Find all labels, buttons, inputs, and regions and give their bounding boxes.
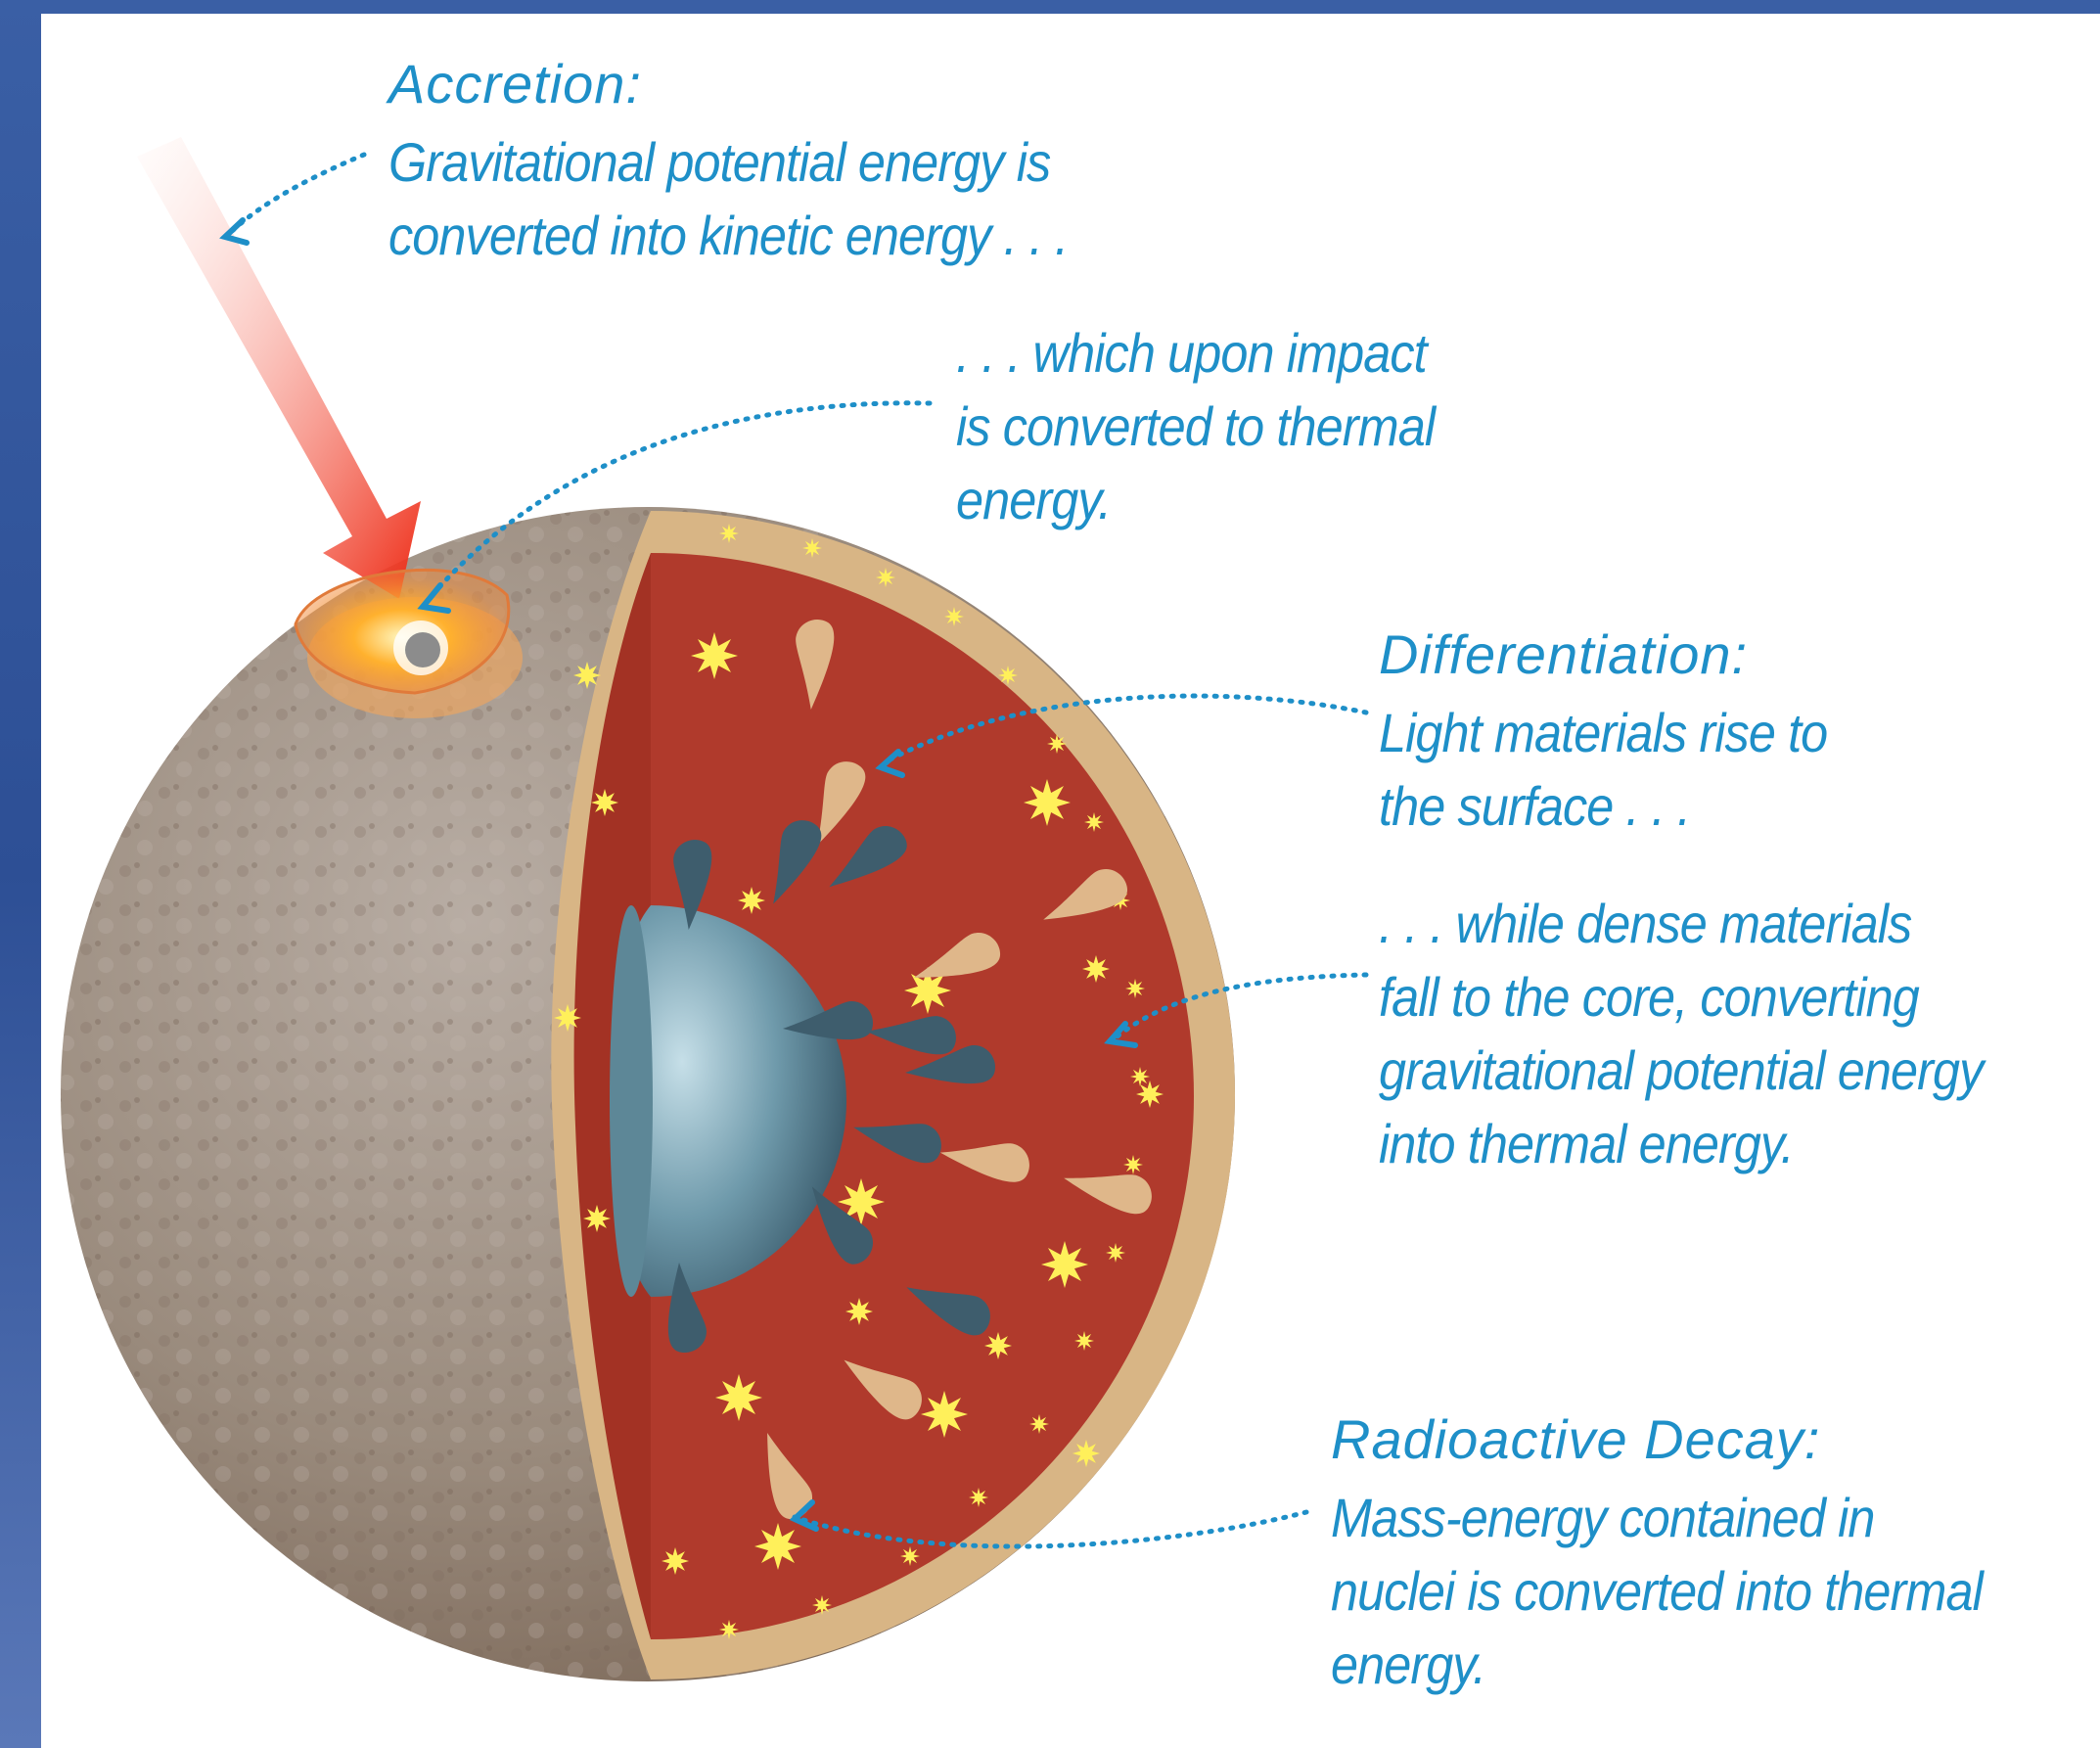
decay-line-1: Mass-energy contained in bbox=[1331, 1491, 1983, 1545]
radioactive-star-icon bbox=[554, 1004, 581, 1032]
crust-star-icon bbox=[944, 607, 964, 626]
radioactive-star-icon bbox=[573, 662, 601, 689]
label-impact: . . . which upon impact is converted to … bbox=[956, 326, 1487, 546]
decay-line-3: energy. bbox=[1331, 1637, 1983, 1692]
impactor-arrow bbox=[137, 137, 421, 599]
radioactive-star-icon bbox=[1024, 779, 1071, 826]
crust-star-icon bbox=[812, 1595, 832, 1615]
differentiation-line-2: the surface . . . bbox=[1379, 779, 1827, 834]
radioactive-star-icon bbox=[845, 1298, 873, 1325]
radioactive-star-icon bbox=[1041, 1241, 1088, 1288]
crust-star-icon bbox=[1074, 1331, 1094, 1351]
radioactive-star-icon bbox=[754, 1523, 801, 1570]
label-radioactive-decay: Radioactive Decay: Mass-energy contained… bbox=[1331, 1412, 2055, 1711]
dense-line-1: . . . while dense materials bbox=[1379, 897, 1983, 951]
dense-line-4: into thermal energy. bbox=[1379, 1117, 1983, 1172]
decay-line-2: nuclei is converted into thermal bbox=[1331, 1564, 1983, 1619]
accretion-line-1: Gravitational potential energy is bbox=[388, 135, 1068, 190]
arrowhead-accretion bbox=[225, 220, 247, 243]
radioactive-star-icon bbox=[921, 1391, 968, 1438]
differentiation-title: Differentiation: bbox=[1379, 627, 1877, 682]
radioactive-star-icon bbox=[662, 1547, 689, 1575]
radioactive-star-icon bbox=[583, 1205, 611, 1232]
crust-star-icon bbox=[719, 524, 739, 543]
crust-star-icon bbox=[1125, 979, 1145, 998]
differentiation-line-1: Light materials rise to bbox=[1379, 706, 1827, 760]
radioactive-star-icon bbox=[738, 887, 765, 914]
impact-line-2: is converted to thermal bbox=[956, 399, 1435, 454]
crust-star-icon bbox=[1029, 1414, 1049, 1434]
dense-line-3: gravitational potential energy bbox=[1379, 1043, 1983, 1098]
crust-star-icon bbox=[1106, 1243, 1125, 1263]
accretion-line-2: converted into kinetic energy . . . bbox=[388, 208, 1068, 263]
accretion-title: Accretion: bbox=[388, 57, 1143, 112]
crust-star-icon bbox=[1084, 812, 1104, 832]
radioactive-star-icon bbox=[1073, 1440, 1100, 1467]
leader-accretion bbox=[230, 155, 364, 233]
crust-star-icon bbox=[998, 666, 1018, 685]
radioactive-star-icon bbox=[984, 1332, 1012, 1359]
radioactive-star-icon bbox=[591, 789, 618, 816]
cutaway-section bbox=[551, 511, 1235, 1679]
radioactive-star-icon bbox=[715, 1374, 762, 1421]
crust-star-icon bbox=[802, 538, 822, 558]
crust-star-icon bbox=[900, 1546, 920, 1566]
label-dense-materials: . . . while dense materials fall to the … bbox=[1379, 897, 2050, 1190]
crust-star-icon bbox=[1123, 1155, 1143, 1174]
crust-star-icon bbox=[719, 1620, 739, 1639]
core-side bbox=[610, 905, 653, 1297]
impact-line-3: energy. bbox=[956, 473, 1435, 528]
crust-star-icon bbox=[876, 568, 895, 587]
dense-line-2: fall to the core, converting bbox=[1379, 970, 1983, 1025]
radioactive-star-icon bbox=[1082, 955, 1110, 983]
label-differentiation: Differentiation: Light materials rise to… bbox=[1379, 627, 1877, 852]
crust-star-icon bbox=[969, 1488, 988, 1507]
impact-line-1: . . . which upon impact bbox=[956, 326, 1435, 381]
crust-star-icon bbox=[1047, 734, 1067, 754]
crust-star-icon bbox=[1130, 1067, 1150, 1086]
decay-title: Radioactive Decay: bbox=[1331, 1412, 2055, 1467]
radioactive-star-icon bbox=[691, 632, 738, 679]
label-accretion: Accretion: Gravitational potential energ… bbox=[388, 57, 1143, 282]
impactor-rock bbox=[405, 632, 440, 667]
